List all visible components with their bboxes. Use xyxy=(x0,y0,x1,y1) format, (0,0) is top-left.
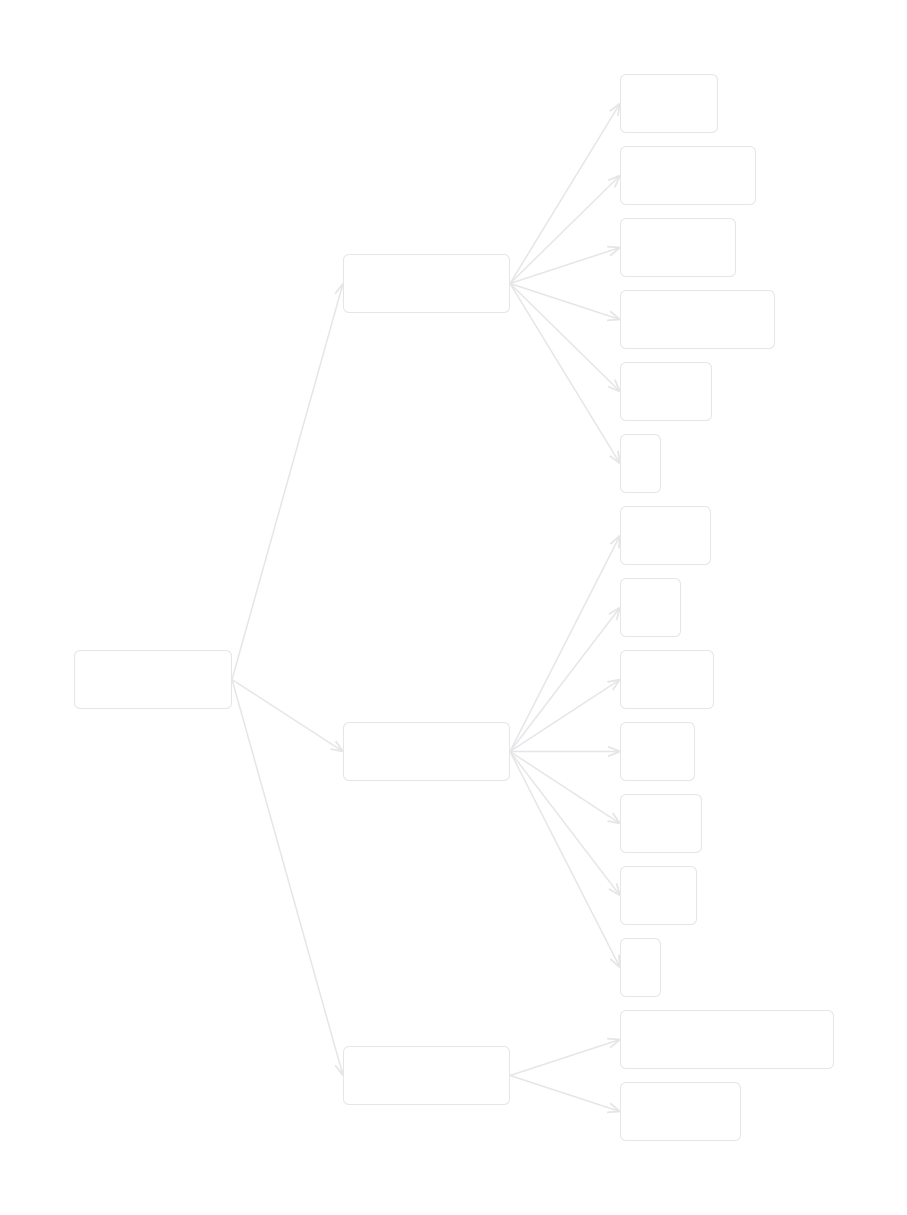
leaf-node[interactable] xyxy=(620,434,661,493)
leaf-node[interactable] xyxy=(620,1010,834,1069)
connector-arrow xyxy=(509,608,620,752)
leaf-node[interactable] xyxy=(620,218,736,277)
leaf-node[interactable] xyxy=(620,578,681,637)
branch-node-a[interactable] xyxy=(343,254,510,313)
leaf-node[interactable] xyxy=(620,650,714,709)
leaf-node[interactable] xyxy=(620,794,702,853)
leaf-node[interactable] xyxy=(620,362,712,421)
leaf-node[interactable] xyxy=(620,722,695,781)
connector-arrow xyxy=(509,536,620,752)
connector-arrow xyxy=(509,1040,620,1077)
leaf-node[interactable] xyxy=(620,1082,741,1141)
connector-arrow xyxy=(509,1074,620,1112)
branch-node-b[interactable] xyxy=(343,722,510,781)
leaf-node[interactable] xyxy=(620,866,697,925)
connector-arrow xyxy=(231,679,343,1076)
connector-arrow xyxy=(509,751,620,896)
branch-node-c[interactable] xyxy=(343,1046,510,1105)
connector-arrow xyxy=(509,680,620,753)
leaf-node[interactable] xyxy=(620,74,718,133)
connector-arrow xyxy=(509,750,620,824)
connector-arrow xyxy=(509,282,620,320)
connector-arrow xyxy=(509,282,620,392)
connector-arrow xyxy=(509,751,620,968)
connector-arrow xyxy=(509,104,620,284)
leaf-node[interactable] xyxy=(620,938,661,997)
leaf-node[interactable] xyxy=(620,506,711,565)
connector-arrow xyxy=(231,678,343,752)
connector-arrow xyxy=(231,284,343,680)
root-node[interactable] xyxy=(74,650,232,709)
connector-arrow xyxy=(509,283,620,464)
connector-arrow xyxy=(509,248,620,285)
leaf-node[interactable] xyxy=(620,146,756,205)
leaf-node[interactable] xyxy=(620,290,775,349)
connector-arrow xyxy=(509,176,620,285)
